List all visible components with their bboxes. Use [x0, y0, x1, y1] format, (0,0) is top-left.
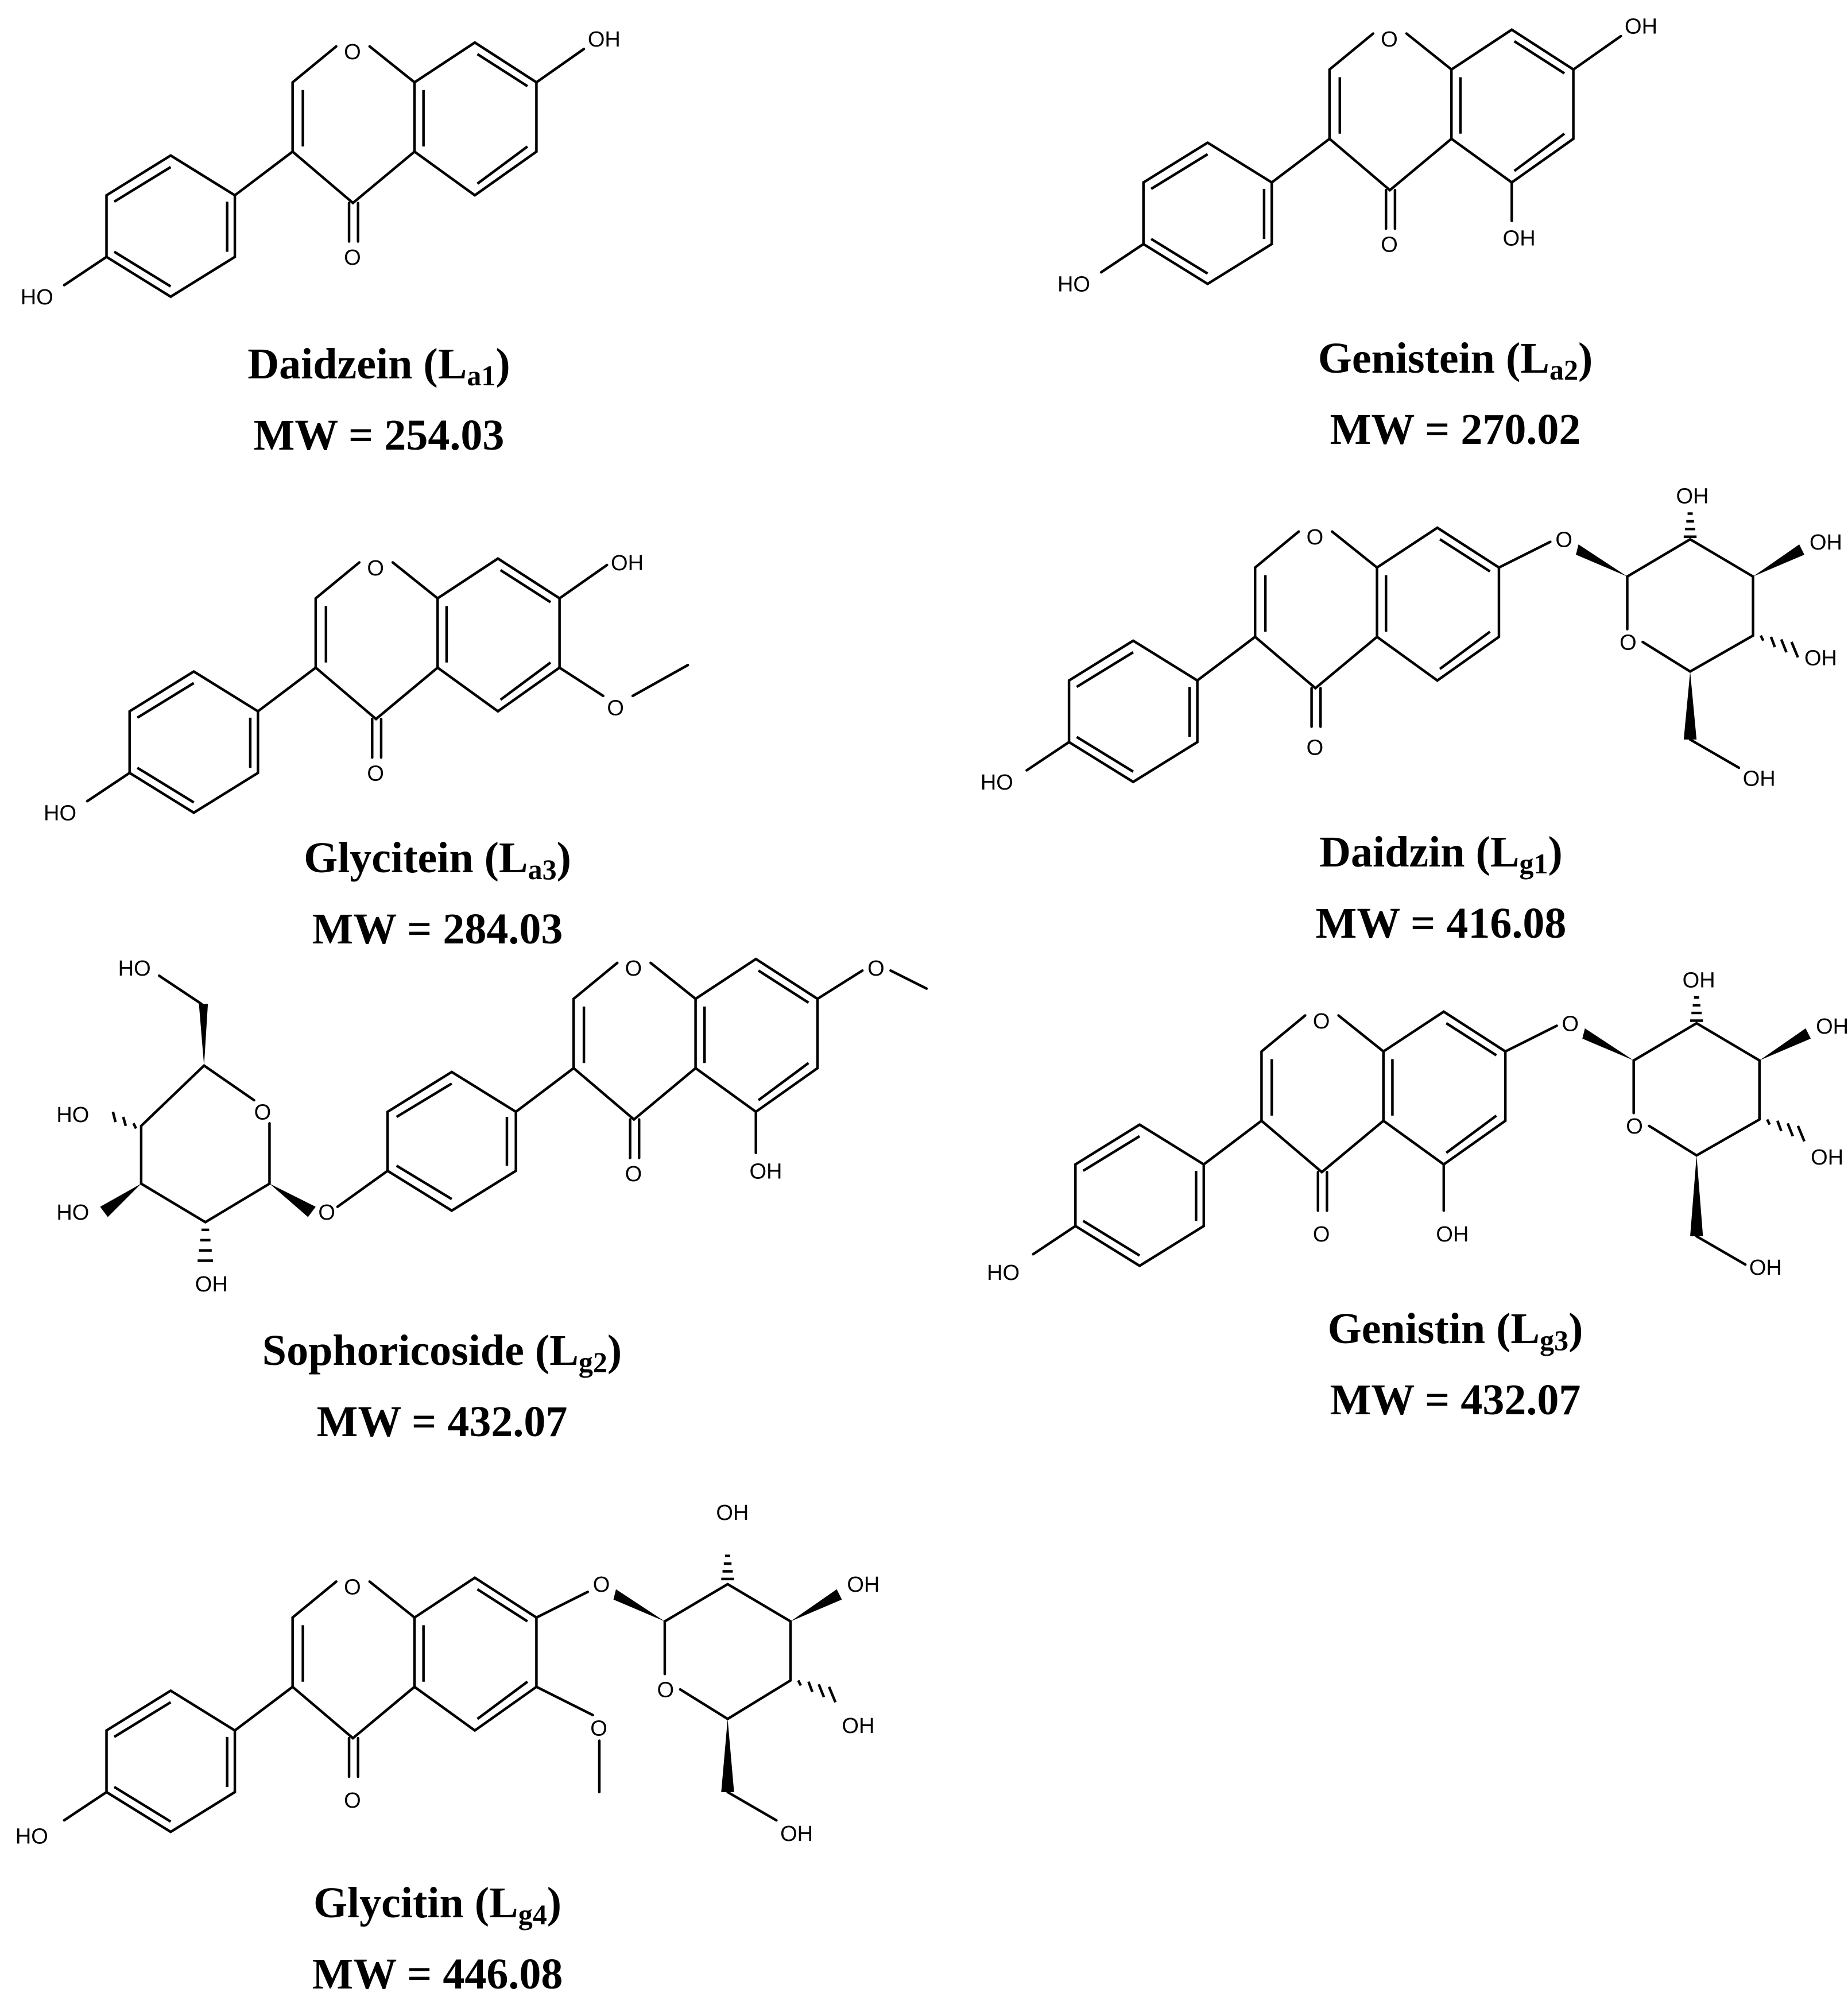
hydroxyl-label: OH — [588, 28, 621, 52]
methoxy-oxygen-label: O — [607, 696, 624, 720]
hashed-bond — [1759, 635, 1799, 658]
compound-name: Glycitein (La3) — [304, 834, 571, 885]
sugar-ring-oxygen-label: O — [1620, 630, 1637, 655]
structure-genistin: HO O O OH O O OH OH — [987, 968, 1848, 1285]
structure-glycitein: HO O O OH O — [44, 551, 689, 826]
hydroxyl-label: OH — [1804, 646, 1837, 670]
hashed-bond — [197, 1228, 214, 1262]
hydroxyl-label: OH — [749, 1159, 782, 1183]
hydroxyl-label: HO — [987, 1261, 1020, 1285]
molecular-weight: MW = 446.08 — [312, 1950, 563, 1998]
hashed-bond — [797, 1680, 837, 1703]
sugar-ring-oxygen-label: O — [1626, 1115, 1643, 1139]
ring-oxygen-label: O — [1313, 1009, 1330, 1034]
methoxy-oxygen-label: O — [867, 957, 885, 981]
hashed-bond — [1766, 1119, 1806, 1142]
hydroxyl-label: HO — [1057, 273, 1090, 297]
ring-oxygen-label: O — [1381, 28, 1398, 52]
hashed-bond — [721, 1554, 734, 1581]
hydroxyl-label: HO — [981, 771, 1013, 795]
glycosidic-oxygen-label: O — [593, 1573, 610, 1597]
hydroxyl-label: OH — [716, 1501, 749, 1525]
caption-daidzin: Daidzin (Lg1) MW = 416.08 — [1316, 822, 1567, 953]
sugar-ring-oxygen-label: O — [254, 1101, 272, 1125]
hydroxyl-label: OH — [195, 1272, 228, 1297]
sugar-ring-oxygen-label: O — [657, 1678, 675, 1703]
glycosidic-oxygen-label: O — [1555, 528, 1572, 552]
compound-name: Glycitin (Lg4) — [313, 1879, 562, 1931]
structure-daidzein: HO O O OH — [21, 28, 621, 310]
carbonyl-oxygen-label: O — [344, 1789, 361, 1813]
hydroxyl-label: OH — [1816, 1015, 1848, 1039]
structure-sophoricoside: HO O HO HO OH O O — [56, 957, 928, 1297]
hydroxyl-label: HO — [56, 1201, 89, 1225]
hydroxyl-label: HO — [21, 285, 53, 310]
molecular-weight: MW = 284.03 — [312, 905, 563, 953]
ring-oxygen-label: O — [344, 1576, 361, 1600]
carbonyl-oxygen-label: O — [1313, 1222, 1330, 1247]
hashed-bond — [111, 1111, 137, 1129]
hydroxyl-label: OH — [1676, 485, 1708, 509]
hydroxyl-label: HO — [118, 957, 151, 981]
carbonyl-oxygen-label: O — [1381, 233, 1398, 257]
caption-glycitein: Glycitein (La3) MW = 284.03 — [304, 828, 571, 959]
hydroxyl-label: HO — [16, 1824, 48, 1848]
methoxy-oxygen-label: O — [590, 1717, 607, 1741]
ring-oxygen-label: O — [1307, 525, 1324, 550]
glycosidic-oxygen-label: O — [1562, 1012, 1579, 1036]
hydroxyl-label: HO — [44, 802, 76, 826]
hydroxyl-label: OH — [1749, 1256, 1782, 1280]
caption-genistein: Genistein (La2) MW = 270.02 — [1318, 328, 1593, 459]
compound-name: Sophoricoside (Lg2) — [262, 1326, 622, 1378]
hydroxyl-label: OH — [1810, 531, 1842, 555]
compound-name: Daidzein (La1) — [247, 340, 510, 392]
structure-glycitin: HO O O O O O OH OH — [16, 1501, 880, 1848]
carbonyl-oxygen-label: O — [625, 1162, 642, 1186]
hashed-bond — [1690, 996, 1703, 1022]
molecular-weight: MW = 254.03 — [253, 411, 505, 459]
hydroxyl-label: OH — [611, 551, 644, 575]
molecular-weight: MW = 432.07 — [1330, 1376, 1581, 1424]
glycosidic-oxygen-label: O — [318, 1201, 335, 1225]
caption-glycitin: Glycitin (Lg4) MW = 446.08 — [312, 1873, 563, 2004]
compound-name: Daidzin (Lg1) — [1319, 828, 1563, 880]
carbonyl-oxygen-label: O — [367, 761, 384, 786]
caption-genistin: Genistin (Lg3) MW = 432.07 — [1328, 1299, 1583, 1430]
hydroxyl-label: HO — [56, 1103, 89, 1127]
hydroxyl-label: OH — [1811, 1146, 1843, 1170]
hydroxyl-label: OH — [1436, 1222, 1469, 1247]
caption-sophoricoside: Sophoricoside (Lg2) MW = 432.07 — [262, 1321, 622, 1452]
molecular-weight: MW = 270.02 — [1330, 405, 1581, 454]
molecular-weight: MW = 416.08 — [1315, 899, 1567, 947]
ring-oxygen-label: O — [367, 556, 384, 581]
molecular-weight: MW = 432.07 — [316, 1398, 568, 1446]
hashed-bond — [1683, 512, 1697, 538]
caption-daidzein: Daidzein (La1) MW = 254.03 — [247, 334, 510, 465]
carbonyl-oxygen-label: O — [1307, 736, 1324, 760]
hydroxyl-label: OH — [780, 1822, 813, 1846]
structure-daidzin: HO O O O O OH OH — [981, 485, 1842, 795]
ring-oxygen-label: O — [344, 40, 361, 64]
compound-name: Genistein (La2) — [1318, 334, 1593, 386]
compound-name: Genistin (Lg3) — [1327, 1305, 1583, 1356]
structure-genistein: HO O O OH OH — [1057, 14, 1657, 296]
hydroxyl-label: OH — [1683, 968, 1715, 992]
hydroxyl-label: OH — [1503, 226, 1536, 250]
carbonyl-oxygen-label: O — [344, 246, 361, 270]
hydroxyl-label: OH — [842, 1714, 874, 1738]
hydroxyl-label: OH — [1743, 767, 1776, 791]
ring-oxygen-label: O — [625, 957, 642, 981]
hydroxyl-label: OH — [847, 1573, 880, 1597]
hydroxyl-label: OH — [1625, 14, 1657, 38]
